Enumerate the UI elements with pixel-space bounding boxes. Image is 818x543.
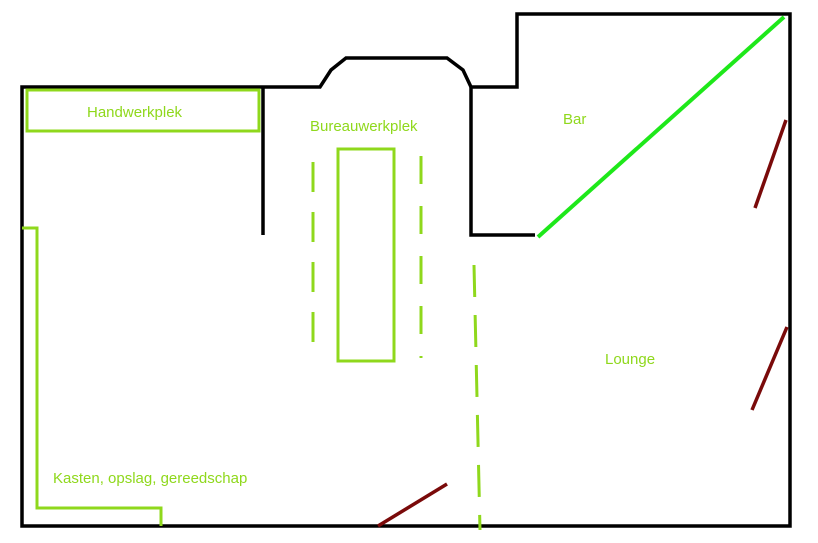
storage-cabinets <box>22 226 163 526</box>
doors <box>377 119 789 528</box>
outer-wall <box>20 12 792 528</box>
bar-counter <box>536 15 786 239</box>
door-bottom-right <box>750 326 789 411</box>
handwerkplek-table <box>25 88 261 133</box>
label-bar: Bar <box>563 111 586 128</box>
inner-wall-bar <box>469 87 535 237</box>
zone-divider <box>472 264 482 531</box>
label-handwerkplek: Handwerkplek <box>87 104 183 121</box>
door-top-right <box>753 119 788 209</box>
label-lounge: Lounge <box>605 351 655 368</box>
door-bottom <box>377 482 448 528</box>
label-bureauwerkplek: Bureauwerkplek <box>310 118 418 135</box>
label-kasten: Kasten, opslag, gereedschap <box>53 470 247 487</box>
central-desk <box>336 147 396 363</box>
walls <box>20 12 792 528</box>
